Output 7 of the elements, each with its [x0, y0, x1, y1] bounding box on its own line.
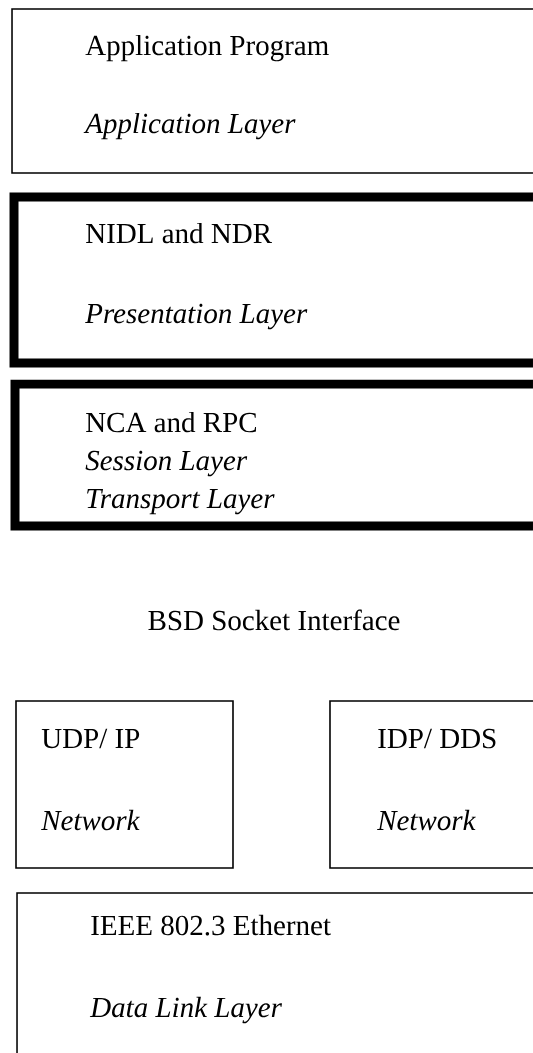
- layer-box: UDP/ IP Network: [15, 700, 234, 869]
- layer-box: NCA and RPC Session Layer Transport Layer: [10, 379, 533, 531]
- layer-box: Application Program Application Layer: [11, 8, 533, 174]
- layer-box: IEEE 802.3 Ethernet Data Link Layer: [16, 892, 533, 1053]
- layer-box: NIDL and NDR Presentation Layer: [9, 192, 533, 368]
- interface-label: BSD Socket Interface: [148, 609, 400, 631]
- layer-box: IDP/ DDS Network: [329, 700, 533, 869]
